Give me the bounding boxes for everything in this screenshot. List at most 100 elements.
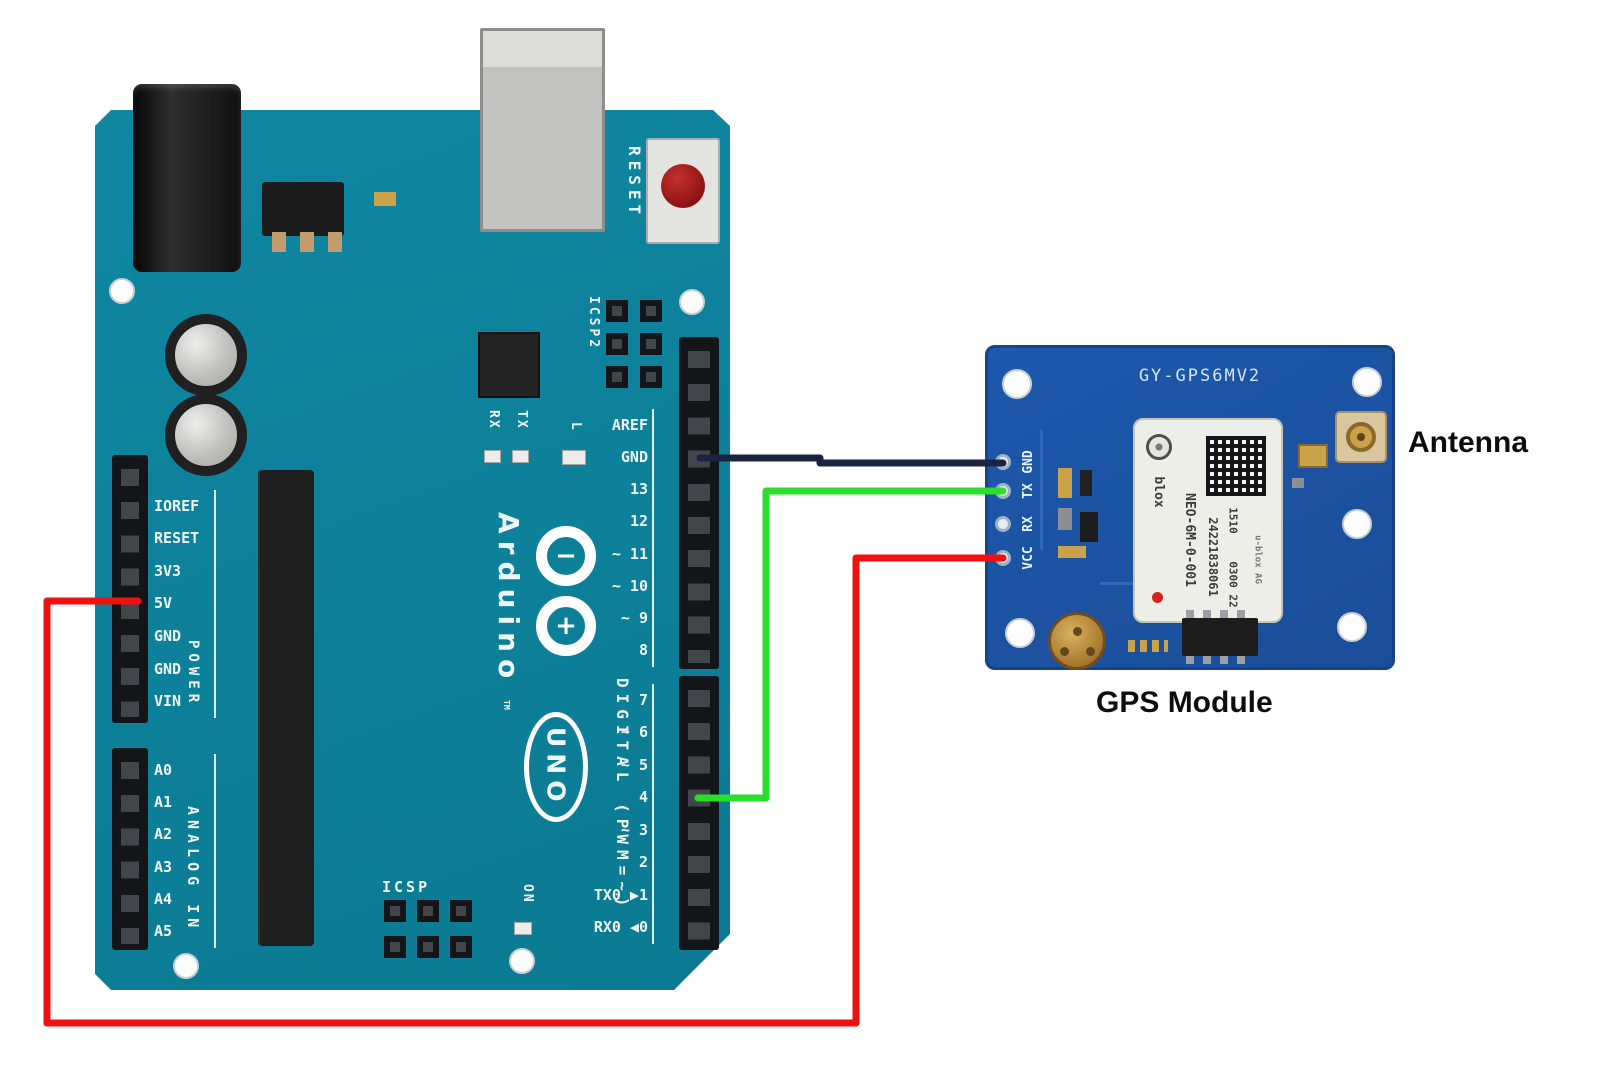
pin-label-13: 13 — [629, 480, 648, 499]
uno-text: UNO — [541, 726, 571, 808]
power-jack — [133, 84, 241, 272]
pcb-trace — [1040, 430, 1043, 550]
eeprom-legs — [1186, 656, 1254, 664]
pin-label-aref: AREF — [611, 415, 648, 434]
regulator-leg — [300, 232, 314, 252]
pin-label-5v: 5V — [154, 594, 173, 613]
l-led — [562, 450, 586, 465]
icsp2-header — [606, 300, 672, 398]
uno-badge: UNO — [524, 712, 588, 822]
pin-label-9: ~ 9 — [620, 609, 648, 628]
gps-pin-gnd[interactable] — [995, 454, 1011, 470]
pin-label-4: 4 — [638, 788, 648, 807]
gps-pin-rx[interactable] — [995, 516, 1011, 532]
pin-label-2: 2 — [638, 853, 648, 872]
wire-gnd — [696, 454, 1007, 467]
ublox-logo — [1146, 434, 1172, 460]
infinity-logo-plus: + — [536, 596, 596, 656]
eeprom-chip — [1182, 618, 1258, 656]
mounting-hole — [1337, 612, 1367, 642]
pin-label-a3: A3 — [154, 857, 173, 876]
icsp-pin — [417, 900, 439, 922]
gps-pin-vcc[interactable] — [995, 550, 1011, 566]
mounting-hole — [1005, 618, 1035, 648]
gps-pin-tx[interactable] — [995, 483, 1011, 499]
mounting-hole — [109, 278, 135, 304]
silkscreen-line — [652, 684, 654, 944]
battery-contact-dots — [1073, 627, 1082, 636]
icsp2-pin — [640, 366, 662, 388]
mounting-hole — [679, 289, 705, 315]
eeprom-legs — [1186, 610, 1254, 618]
smd-component — [1080, 470, 1092, 496]
pin-label-a1: A1 — [154, 792, 173, 811]
dip-socket — [258, 470, 314, 946]
capacitor — [165, 314, 247, 396]
pin-label-11: ~ 11 — [611, 544, 648, 563]
icsp2-pin — [606, 333, 628, 355]
silkscreen-line — [214, 490, 216, 718]
digital-header-top — [679, 337, 719, 669]
pin-label-gnd: GND — [620, 447, 648, 466]
chip-brand: blox — [1151, 476, 1166, 508]
digital-header-bottom — [679, 676, 719, 950]
mounting-hole — [1352, 367, 1382, 397]
smd-pads — [1128, 640, 1168, 652]
icsp-pin — [384, 936, 406, 958]
chip-lot: 1510 — [1226, 507, 1240, 534]
pin-label-a2: A2 — [154, 825, 173, 844]
pin-label-gnd: GND — [154, 627, 182, 646]
gps-module-caption: GPS Module — [1096, 686, 1273, 719]
mounting-hole — [1342, 509, 1372, 539]
on-led-label: ON — [520, 884, 535, 904]
antenna-caption: Antenna — [1408, 426, 1528, 459]
pin-label-3v3: 3V3 — [154, 561, 182, 580]
silkscreen-line — [214, 754, 216, 948]
chip-qr-code — [1206, 436, 1266, 496]
on-led — [514, 922, 532, 935]
pin-label-ioref: IOREF — [154, 496, 200, 515]
antenna-connector — [1335, 411, 1387, 463]
pin-label-12: 12 — [629, 512, 648, 531]
backup-battery — [1048, 612, 1106, 670]
voltage-regulator — [262, 182, 344, 236]
pin-label-reset: RESET — [154, 529, 200, 548]
pin-label-a0: A0 — [154, 760, 173, 779]
icsp-label: ICSP — [382, 878, 431, 896]
mounting-hole — [173, 953, 199, 979]
pin-label-vin: VIN — [154, 692, 182, 711]
pin-label-gnd: GND — [154, 659, 182, 678]
chip-model: NEO-6M-0-001 — [1182, 493, 1197, 587]
tx-led-label: TX — [514, 410, 529, 430]
power-section-label: POWER — [185, 640, 201, 708]
icsp-pin — [417, 936, 439, 958]
power-header — [112, 455, 148, 723]
arduino-logo-text: Arduino — [492, 512, 525, 686]
icsp2-pin — [640, 333, 662, 355]
icsp2-label: ICSP2 — [586, 296, 601, 351]
chip-maker: u-blox AG — [1252, 535, 1263, 584]
icsp-pin — [450, 900, 472, 922]
regulator-leg — [328, 232, 342, 252]
reset-button-label: RESET — [625, 146, 644, 220]
reset-button-cap[interactable] — [661, 164, 705, 208]
smd-component — [1080, 512, 1098, 542]
mounting-hole — [1002, 369, 1032, 399]
pin-label-a5: A5 — [154, 922, 173, 941]
gps-title: GY-GPS6MV2 — [1138, 366, 1262, 386]
regulator-leg — [272, 232, 286, 252]
smd-component — [1058, 546, 1086, 558]
capacitor — [165, 394, 247, 476]
antenna-connector-pin — [1357, 433, 1365, 441]
icsp2-pin — [640, 300, 662, 322]
analog-section-label: ANALOG IN — [184, 806, 202, 933]
icsp-header — [384, 900, 480, 960]
smd-component — [1058, 508, 1072, 530]
digital-section-label: DIGITAL (PWM=~) — [613, 678, 632, 913]
arduino-logo-tm: TM — [502, 700, 511, 710]
rx-led — [484, 450, 501, 463]
infinity-logo-minus: − — [536, 526, 596, 586]
chip-serial: 24221838061 — [1206, 517, 1220, 597]
icsp2-pin — [606, 366, 628, 388]
